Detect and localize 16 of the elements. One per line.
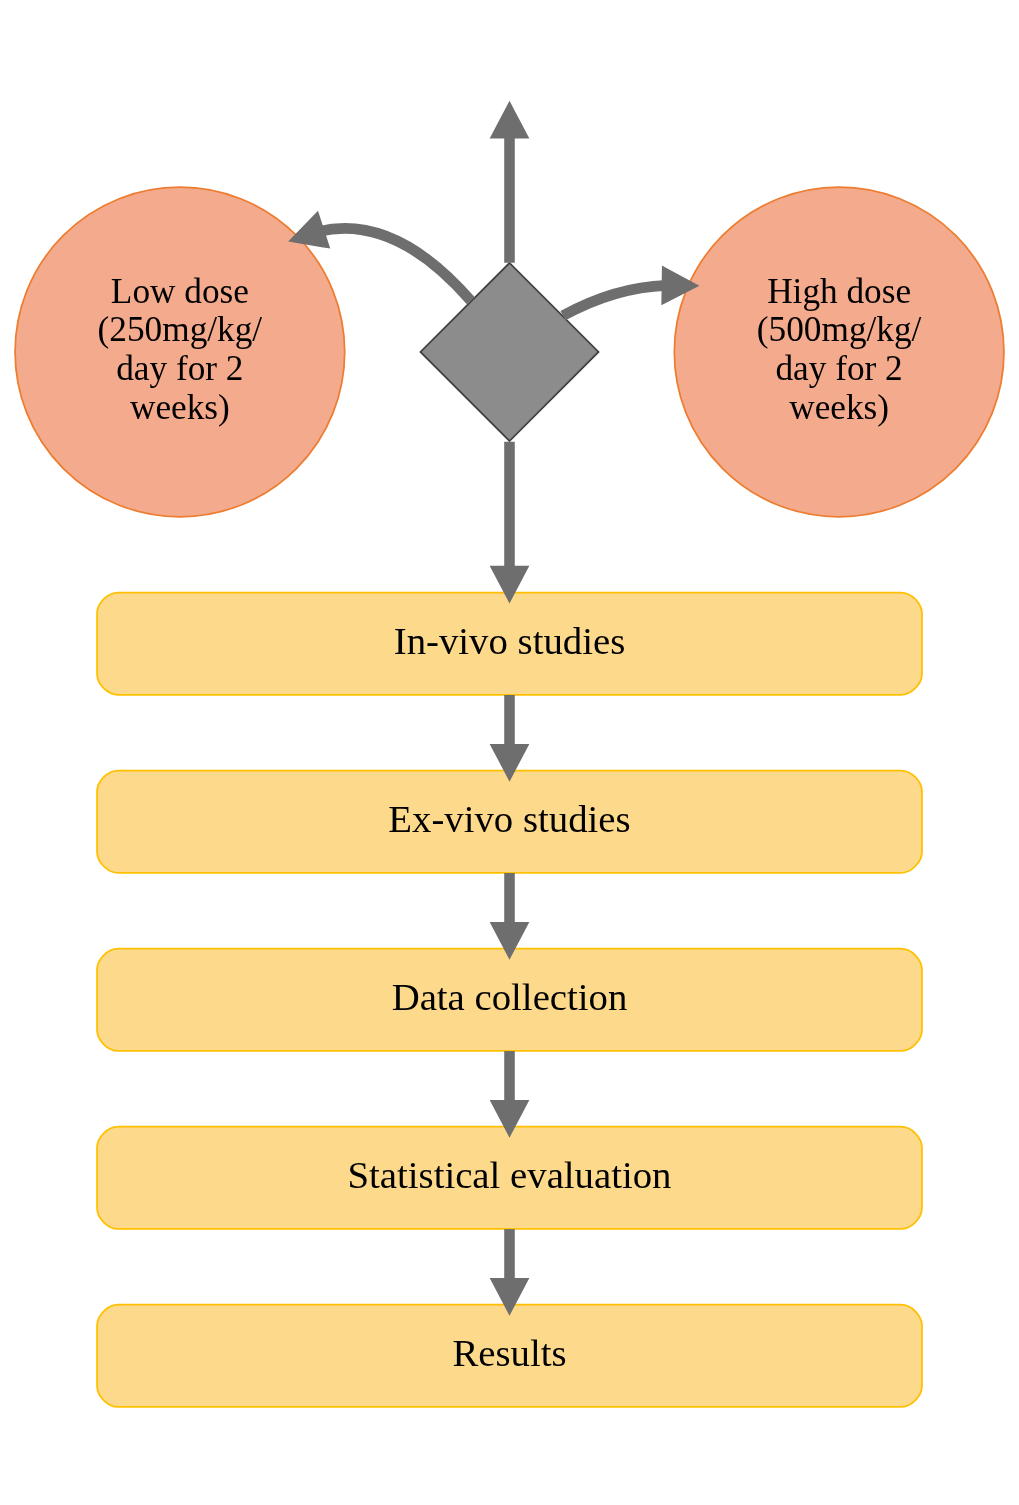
- arrow: [489, 441, 530, 604]
- node-box: Ex-vivo studies: [96, 769, 923, 874]
- arrow: [489, 1050, 530, 1138]
- arrow: [489, 100, 530, 263]
- node-cross: [419, 261, 600, 442]
- node-box: Data collection: [96, 947, 923, 1052]
- arrow: [489, 872, 530, 960]
- node-box: Statistical evaluation: [96, 1125, 923, 1230]
- node-circle: High dose (500mg/kg/ day for 2 weeks): [673, 185, 1005, 518]
- node-box: In-vivo studies: [96, 591, 923, 696]
- arrow: [560, 264, 700, 320]
- arrow: [288, 210, 475, 304]
- node-box: Results: [96, 1303, 923, 1408]
- arrow: [489, 694, 530, 782]
- node-circle: Low dose (250mg/kg/ day for 2 weeks): [14, 185, 346, 518]
- arrow: [489, 1228, 530, 1316]
